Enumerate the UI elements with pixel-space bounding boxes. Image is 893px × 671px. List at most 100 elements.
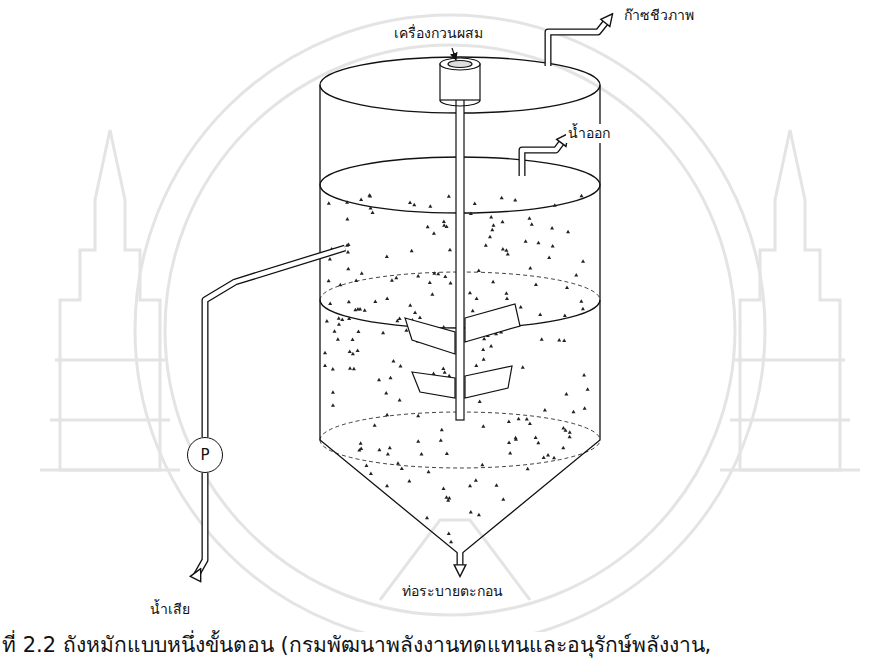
part-label: เครื่องกวนผสม [392,24,485,43]
particle [551,244,555,248]
particle [385,413,389,417]
particle [471,309,475,313]
particle [562,338,566,342]
particle [348,366,352,370]
particle [447,496,451,500]
particle [477,268,481,272]
particle [323,351,327,355]
part-label: ก๊าซชีวภาพ [622,6,696,25]
particle [351,352,355,356]
particle [386,452,390,456]
particle [469,211,473,215]
particle [448,248,452,252]
particle [442,223,446,227]
particle [348,350,352,354]
particle [547,255,551,259]
particle [501,220,505,224]
particle [338,283,342,287]
particle [356,348,360,352]
particle [524,239,528,243]
particle [408,201,412,205]
particle [416,274,420,278]
particle [388,446,392,450]
particle [407,479,411,483]
particle [534,436,538,440]
particle [526,467,530,471]
particle [489,344,493,348]
particle [412,203,416,207]
particle [337,316,341,320]
particle [542,456,546,460]
particle [328,257,332,261]
particle [398,398,402,402]
particle [364,463,368,467]
particle [363,308,367,312]
particle [346,267,350,271]
particle [504,248,508,252]
particle [323,364,327,368]
particle [501,497,505,501]
particle [579,194,583,198]
particle [368,194,372,198]
particle [398,364,402,368]
particle [507,419,511,423]
pump-circle: P [187,437,223,473]
particle [336,337,340,341]
particle [469,510,473,514]
particle [571,410,575,414]
particle [506,252,510,256]
particle [359,446,363,450]
particle [468,484,472,488]
pump-letter: P [200,448,209,463]
particle [427,470,431,474]
particle [389,376,393,380]
particle [478,400,482,404]
particle [504,291,508,295]
particle [566,230,570,234]
particle [563,314,567,318]
particle [568,435,572,439]
particle [337,322,341,326]
particle [447,531,451,535]
particle [359,197,363,201]
particle [447,194,451,198]
particle [543,408,547,412]
particle [419,452,423,456]
particle [377,448,381,452]
particle [583,406,587,410]
particle [345,217,349,221]
particle [586,387,590,391]
particle [331,403,335,407]
particle [525,417,529,421]
particle [581,259,585,263]
digester-tank [320,57,600,555]
particle [561,446,565,450]
particle [500,196,504,200]
particle [490,228,494,232]
particle [491,223,495,227]
particle [377,378,381,382]
particle [345,200,349,204]
particle [385,297,389,301]
particle [416,414,420,418]
particle [477,513,481,517]
mixer [405,58,520,420]
particle [327,201,331,205]
particle [331,390,335,394]
particle [328,301,332,305]
particle [507,441,511,445]
particle [394,276,398,280]
particle [488,235,492,239]
particle [521,365,525,369]
particle [474,364,478,368]
particle [440,428,444,432]
particle [390,278,394,282]
particle [550,226,554,230]
particle [530,222,534,226]
particle [536,441,540,445]
particle [425,516,429,520]
particle [385,484,389,488]
particle [439,438,443,442]
pipes [189,22,606,592]
